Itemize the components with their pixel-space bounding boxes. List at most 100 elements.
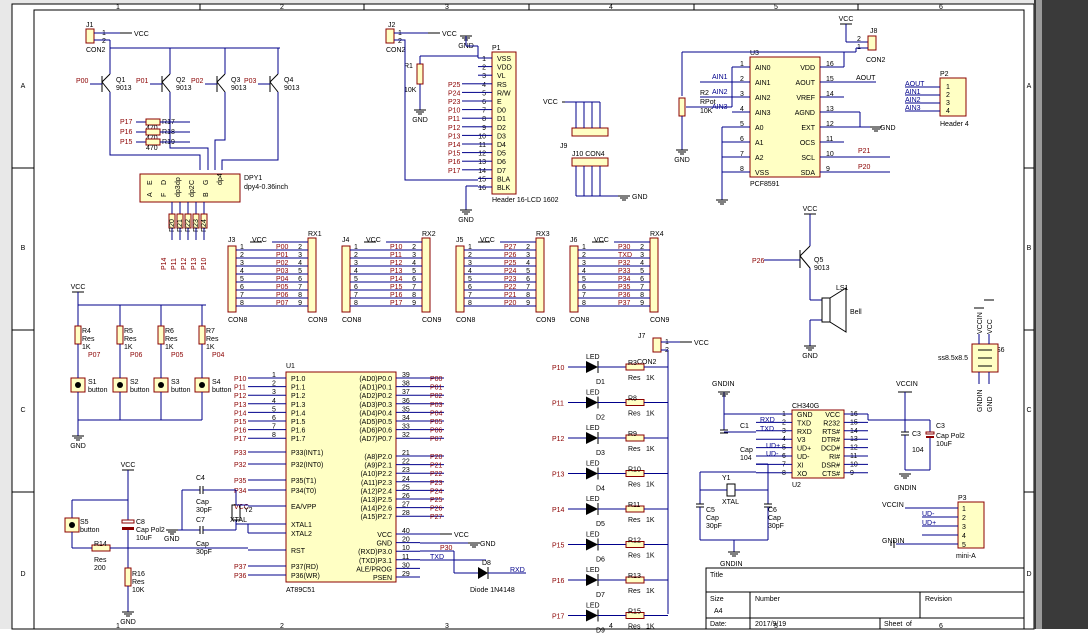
row-label: A (1027, 83, 1032, 90)
u1-num: 3 (272, 389, 276, 396)
q5-part: 9013 (814, 265, 830, 272)
u3-ref: U3 (750, 50, 759, 57)
pin-num: 4 (298, 260, 302, 267)
pin-num: 6 (640, 276, 644, 283)
pin-num: 9 (412, 300, 416, 307)
rx-net: P34 (618, 276, 631, 283)
u1-num: 11 (402, 554, 409, 561)
resistor-body (417, 64, 423, 84)
u1-num: 36 (402, 398, 410, 405)
p1-pin: E (497, 99, 502, 106)
row-label: B (1027, 245, 1032, 252)
u1-pin: (AD1)P0.1 (359, 385, 392, 392)
rx-ref: RX2 (422, 231, 436, 238)
btn-ref: S3 (171, 379, 180, 386)
u1-pin: (AD6)P0.6 (359, 428, 392, 435)
window-edge (1034, 0, 1088, 629)
pin-num: 6 (298, 276, 302, 283)
j7-body (653, 338, 661, 352)
u2-left: GND (797, 412, 813, 419)
led-net: P10 (552, 365, 565, 372)
r2-val: 10K (700, 108, 713, 115)
col-label: 4 (609, 4, 613, 11)
sheet-of: of (906, 621, 912, 628)
u1-pin: VCC (377, 532, 392, 539)
led-res: Res (628, 553, 641, 560)
u1-num: 33 (402, 424, 410, 431)
c3-val: 104 (912, 447, 924, 454)
c7-cap: Cap (196, 541, 209, 548)
u1-num: 39 (402, 372, 410, 379)
p1-pin: D1 (497, 116, 506, 123)
vcc-label: VCC (543, 99, 558, 106)
rx-ref: RX3 (536, 231, 550, 238)
part: 9013 (116, 85, 132, 92)
led-res-ref: R15 (628, 609, 641, 616)
u2-left: XI (797, 462, 804, 469)
con9: CON9 (308, 317, 328, 324)
j10-ref: J10 CON4 (572, 151, 605, 158)
p2-num: 3 (946, 100, 950, 107)
u3-left: A0 (755, 125, 764, 132)
p3-name: mini-A (956, 553, 976, 560)
rx-net: P11 (390, 252, 402, 259)
y2-name: XTAL (230, 517, 247, 524)
gndin-label: GNDIN (720, 561, 743, 568)
u3-part: PCF8591 (750, 181, 780, 188)
p1-num: 7 (482, 108, 486, 115)
u1-pin: (AD4)P0.4 (359, 410, 392, 417)
u1-pin: (A8)P2.0 (364, 454, 392, 461)
btn-val: 1K (124, 344, 133, 351)
pin-num: 4 (526, 260, 530, 267)
led-ref: D9 (596, 628, 605, 634)
p1-pin: VSS (497, 56, 511, 63)
rx-net: P00 (276, 244, 289, 251)
con8: CON8 (570, 317, 590, 324)
u1-pin: EA/VPP (291, 504, 317, 511)
p1-num: 10 (478, 133, 486, 140)
p2-name: Header 4 (940, 121, 969, 128)
adc-net: P20 (858, 164, 871, 171)
p1-num: 4 (482, 82, 486, 89)
j9-body (572, 128, 608, 136)
pin-num: 6 (412, 276, 416, 283)
p1-net: P17 (448, 168, 461, 175)
led-res-ref: R12 (628, 538, 641, 545)
btn-ref: S1 (88, 379, 97, 386)
led-res-ref: R8 (628, 396, 637, 403)
c3-ref2: C3 (936, 423, 945, 430)
rx-net: P12 (390, 260, 403, 267)
net-left: P15 (120, 139, 133, 146)
p2-num: 4 (946, 108, 950, 115)
led-res: Res (628, 375, 641, 382)
led-net: P12 (552, 436, 565, 443)
p1-pin: VDD (497, 65, 512, 72)
u1-num: 34 (402, 415, 410, 422)
pin-num: 2 (240, 252, 244, 259)
pin-num: 5 (468, 276, 472, 283)
u3-left: A2 (755, 155, 764, 162)
vcc-label: VCC (694, 340, 709, 347)
pin-num: 3 (298, 252, 302, 259)
resistor-body (75, 326, 81, 344)
pin-num: 8 (240, 300, 244, 307)
sheet-label: Sheet (884, 621, 902, 628)
pin-num: 2 (582, 252, 586, 259)
p1-ref: P1 (492, 45, 501, 52)
resistor-body (125, 568, 131, 586)
u1-pin: (AD5)P0.5 (359, 419, 392, 426)
con8: CON8 (456, 317, 476, 324)
led-res-ref: R13 (628, 573, 641, 580)
col-label: 1 (116, 4, 120, 11)
u3-right: EXT (801, 125, 815, 132)
s5-name: button (80, 527, 100, 534)
r14-res: Res (94, 557, 107, 564)
p1-pin: BLA (497, 176, 511, 183)
con9: CON9 (650, 317, 670, 324)
u1-pin: P37(RD) (291, 564, 318, 571)
u1-pin: (A11)P2.3 (361, 480, 392, 487)
led-val: 1K (646, 553, 655, 560)
p1-num: 11 (479, 142, 486, 149)
pin-num: 7 (582, 292, 586, 299)
c5-cap: Cap (706, 515, 719, 522)
